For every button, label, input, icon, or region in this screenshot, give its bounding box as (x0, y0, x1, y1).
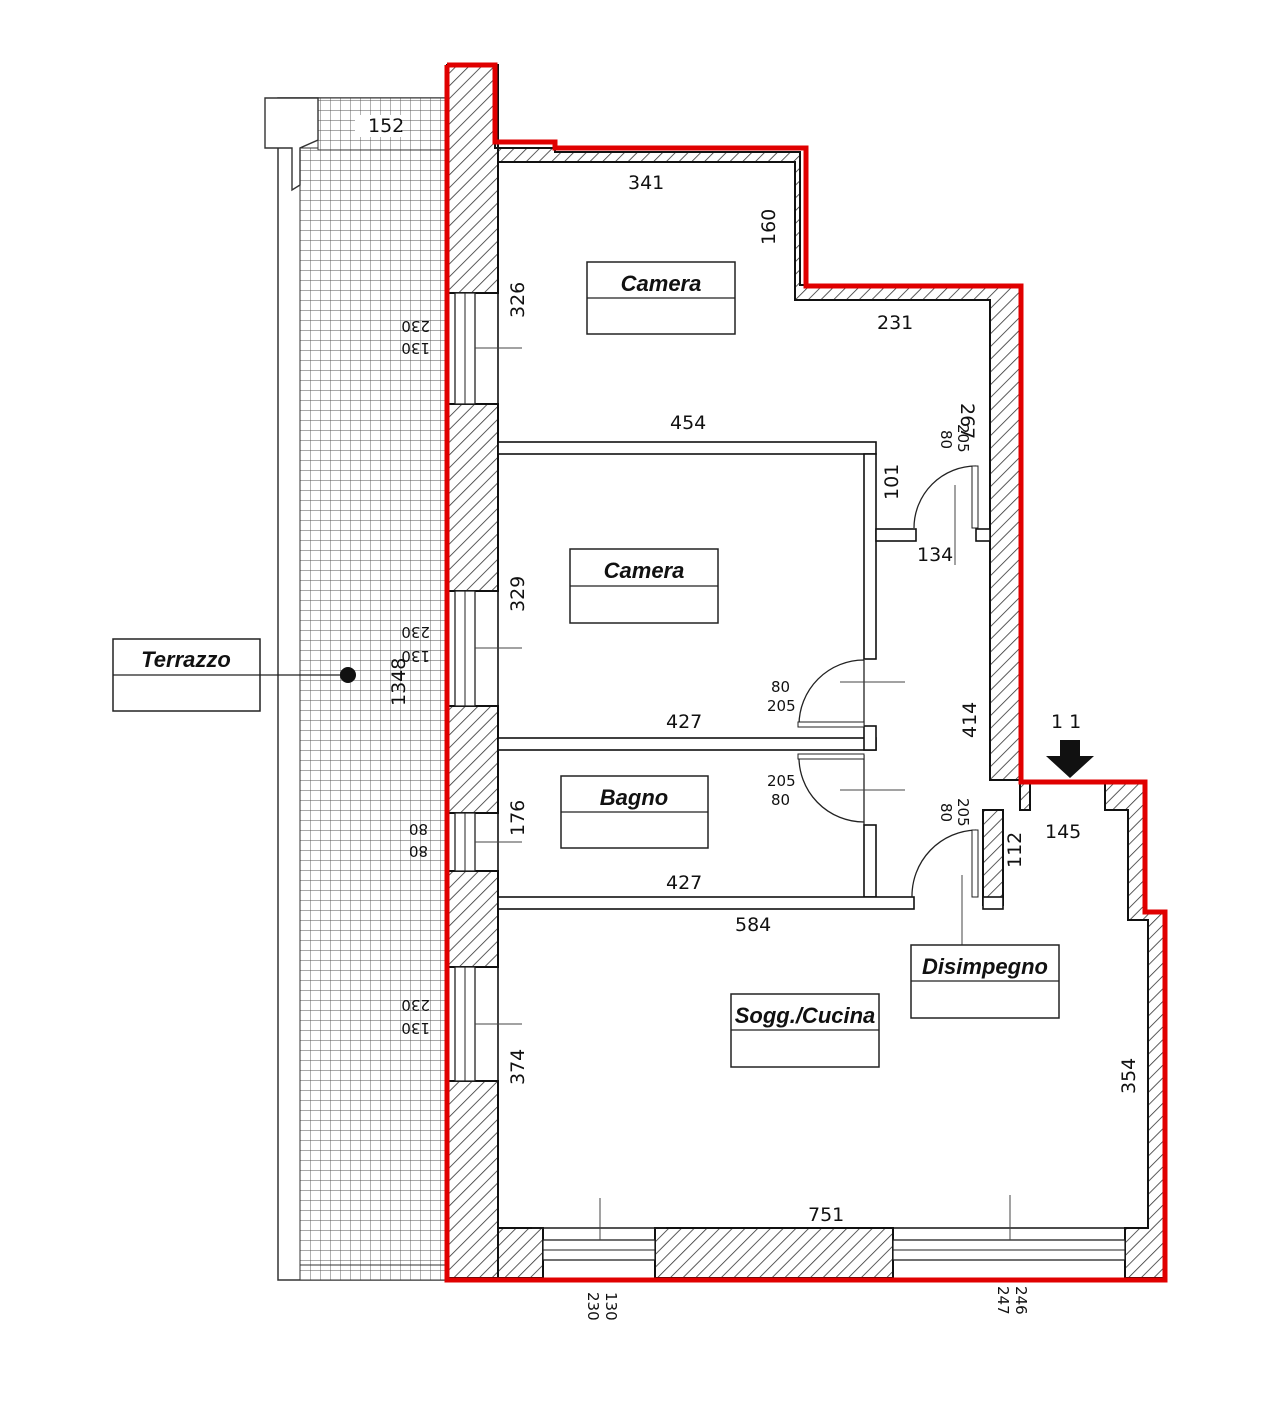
door-camera-1 (913, 465, 979, 565)
svg-text:267: 267 (956, 403, 978, 439)
room-label-soggiorno: Sogg./Cucina (730, 993, 880, 1068)
svg-text:205: 205 (767, 697, 796, 715)
svg-text:230: 230 (401, 996, 430, 1014)
svg-text:205: 205 (767, 772, 796, 790)
svg-text:354: 354 (1118, 1058, 1140, 1094)
svg-text:134: 134 (917, 544, 953, 566)
svg-text:230: 230 (584, 1292, 602, 1321)
svg-text:80: 80 (409, 820, 428, 838)
svg-text:230: 230 (401, 317, 430, 335)
svg-text:152: 152 (368, 115, 404, 137)
window-camera-2 (454, 590, 522, 707)
svg-text:341: 341 (628, 172, 664, 194)
door-camera-2 (797, 659, 905, 728)
svg-text:80: 80 (937, 430, 955, 449)
door-disimpegno (911, 829, 979, 945)
svg-text:112: 112 (1004, 832, 1026, 868)
svg-text:130: 130 (401, 1019, 430, 1037)
window-camera-1 (454, 292, 522, 405)
svg-text:427: 427 (666, 711, 702, 733)
svg-text:246: 246 (1012, 1286, 1030, 1315)
svg-text:Terrazzo: Terrazzo (141, 647, 231, 672)
svg-text:205: 205 (954, 798, 972, 827)
window-bottom-a (532, 1198, 666, 1261)
svg-text:584: 584 (735, 914, 771, 936)
svg-text:130: 130 (602, 1292, 620, 1321)
svg-text:130: 130 (401, 339, 430, 357)
windows-left (454, 292, 1126, 1261)
svg-text:Camera: Camera (604, 558, 685, 583)
terrace (264, 97, 446, 1281)
svg-text:1348: 1348 (388, 658, 410, 706)
svg-text:Camera: Camera (621, 271, 702, 296)
dimension-labels: 152 341 160 326 231 454 267 329 427 101 … (368, 115, 1140, 1226)
svg-text:751: 751 (808, 1204, 844, 1226)
svg-text:Sogg./Cucina: Sogg./Cucina (735, 1003, 876, 1028)
window-living (454, 966, 522, 1082)
svg-text:80: 80 (771, 791, 790, 809)
room-label-camera-2: Camera (569, 548, 719, 624)
svg-text:247: 247 (994, 1286, 1012, 1315)
terrace-drain-icon (340, 667, 356, 683)
svg-text:130: 130 (401, 647, 430, 665)
doors (797, 465, 979, 945)
svg-text:454: 454 (670, 412, 706, 434)
svg-text:427: 427 (666, 872, 702, 894)
svg-text:176: 176 (507, 800, 529, 836)
svg-text:205: 205 (954, 424, 972, 453)
svg-text:80: 80 (771, 678, 790, 696)
svg-text:Disimpegno: Disimpegno (922, 954, 1048, 979)
svg-text:80: 80 (937, 803, 955, 822)
svg-text:160: 160 (758, 209, 780, 245)
svg-text:Bagno: Bagno (600, 785, 668, 810)
svg-text:231: 231 (877, 312, 913, 334)
room-label-terrazzo: Terrazzo (112, 638, 356, 712)
door-bagno (797, 753, 905, 825)
svg-text:374: 374 (507, 1049, 529, 1085)
svg-text:326: 326 (507, 282, 529, 318)
room-label-camera-1: Camera (586, 261, 736, 335)
interior-walls (497, 162, 1128, 1229)
room-label-bagno: Bagno (560, 775, 709, 849)
svg-text:145: 145 (1045, 821, 1081, 843)
section-marker: 1 1 (1051, 711, 1081, 733)
opening-labels: 230 130 230 130 80 80 230 130 130 230 24… (401, 317, 1030, 1321)
entrance-arrow-icon (1046, 740, 1094, 778)
room-label-disimpegno: Disimpegno (910, 944, 1060, 1019)
svg-text:329: 329 (507, 576, 529, 612)
svg-text:101: 101 (881, 464, 903, 500)
svg-text:80: 80 (409, 842, 428, 860)
svg-text:414: 414 (959, 702, 981, 738)
window-bagno (454, 812, 522, 872)
svg-text:230: 230 (401, 623, 430, 641)
window-bottom-b (892, 1195, 1126, 1261)
property-boundary (444, 62, 1168, 1283)
